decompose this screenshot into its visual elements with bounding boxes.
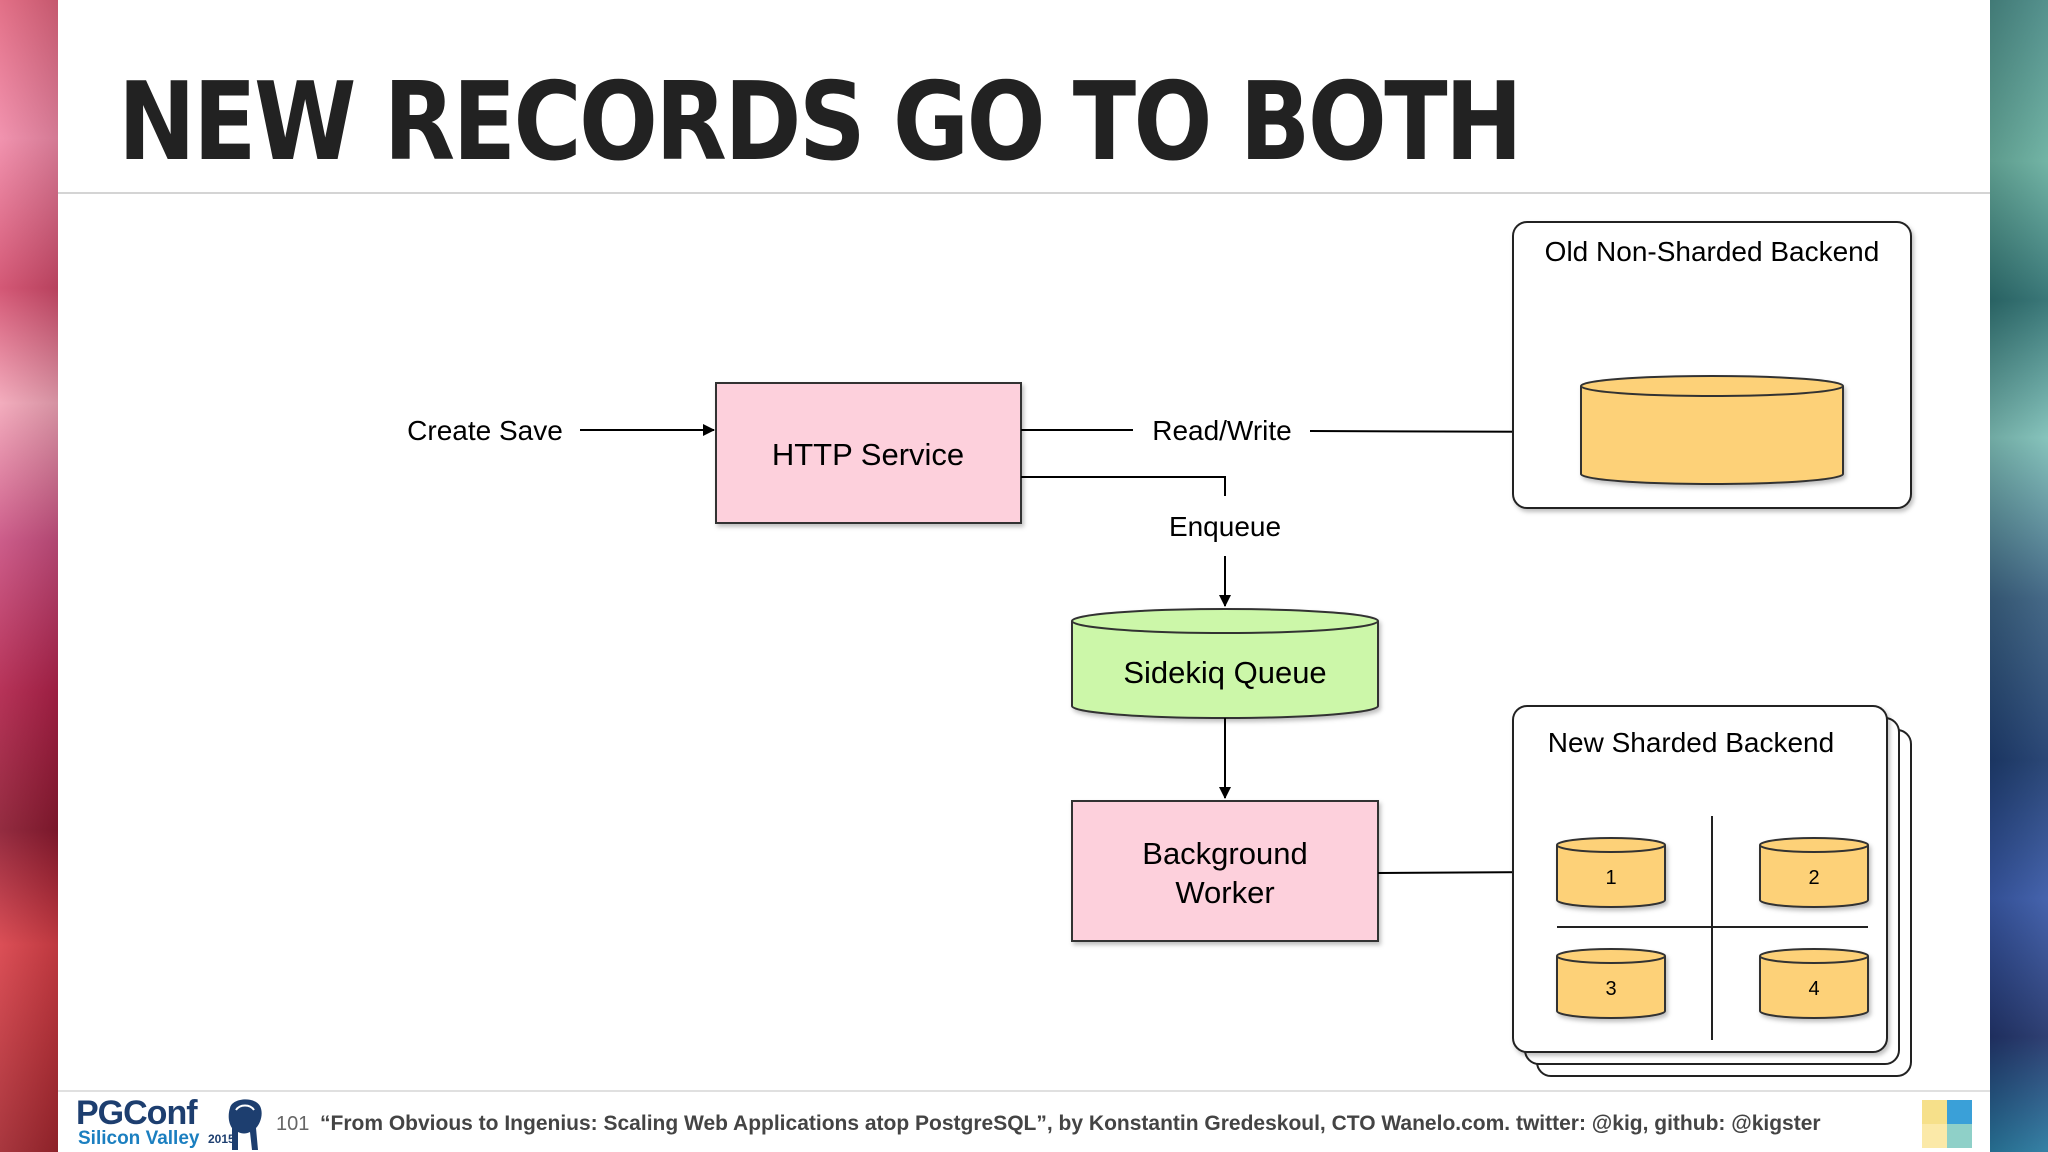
- sidekiq-queue-cylinder: [1071, 608, 1379, 719]
- shard-4: [1759, 948, 1869, 1019]
- elephant-icon: [228, 1099, 262, 1150]
- footer-citation: “From Obvious to Ingenius: Scaling Web A…: [320, 1112, 1821, 1135]
- new-backend-label: New Sharded Backend: [1548, 727, 1834, 758]
- http-service-box: HTTP Service: [715, 382, 1022, 524]
- background-worker-label-line1: Background: [1142, 836, 1307, 871]
- slide-number: 101: [276, 1113, 310, 1135]
- new-backend-container: New Sharded Backend 1 2 3 4: [1512, 705, 1912, 1077]
- slide-title: NEW RECORDS GO TO BOTH: [118, 60, 1523, 185]
- logo-year-text: 2015: [208, 1132, 235, 1146]
- footer-divider: [58, 1090, 1990, 1092]
- title-divider: [58, 192, 1990, 194]
- shard-1-label: 1: [1605, 867, 1616, 889]
- right-decorative-band: [1990, 0, 2048, 1152]
- background-worker-label-line2: Worker: [1175, 875, 1274, 910]
- read-write-label: Read/Write: [1152, 415, 1292, 446]
- enqueue-connector: [1021, 476, 1226, 496]
- enqueue-label: Enqueue: [1169, 511, 1281, 542]
- create-save-label: Create Save: [407, 415, 563, 446]
- logo-main-text: PGConf: [76, 1094, 198, 1132]
- pgconf-logo: PGConf Silicon Valley 2015: [76, 1094, 266, 1152]
- shard-4-label: 4: [1808, 978, 1819, 1000]
- old-backend-database: [1580, 375, 1844, 485]
- http-service-label: HTTP Service: [772, 437, 964, 472]
- shard-2: [1759, 837, 1869, 908]
- old-backend-label: Old Non-Sharded Backend: [1545, 236, 1880, 267]
- shard-1: [1556, 837, 1666, 908]
- sidekiq-queue-label: Sidekiq Queue: [1123, 655, 1326, 690]
- shard-3-label: 3: [1605, 978, 1616, 1000]
- background-worker-box: Background Worker: [1071, 800, 1379, 942]
- logo-sub-text: Silicon Valley: [78, 1128, 200, 1149]
- shard-3: [1556, 948, 1666, 1019]
- old-backend-container: Old Non-Sharded Backend: [1512, 221, 1912, 509]
- shard-2-label: 2: [1808, 867, 1819, 889]
- brand-squares-icon: [1922, 1100, 1972, 1148]
- left-decorative-band: [0, 0, 58, 1152]
